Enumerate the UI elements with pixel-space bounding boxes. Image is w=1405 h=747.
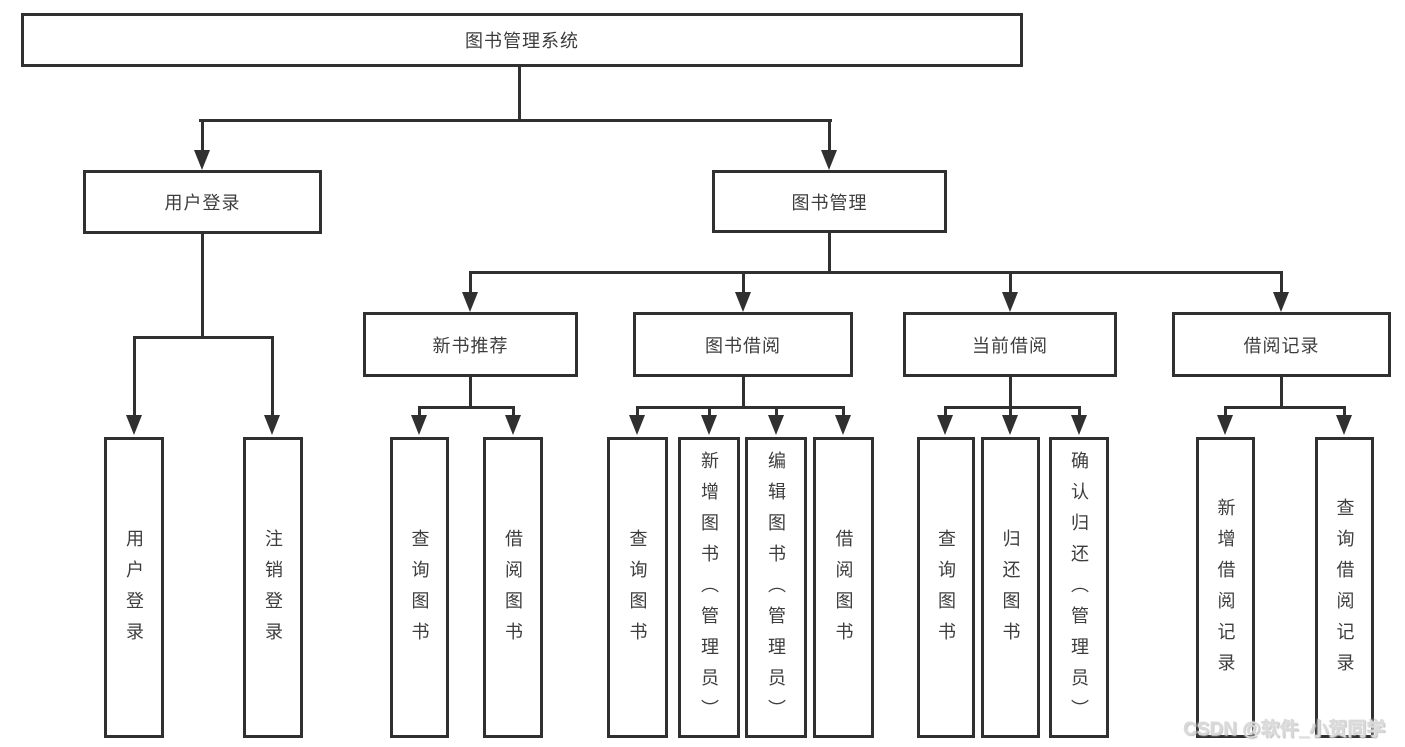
arrow-down-icon: [411, 415, 427, 435]
arrow-down-icon: [126, 415, 142, 435]
connector-group-split: [944, 406, 1080, 409]
connector-level3-split: [469, 271, 1283, 274]
connector-level1-split: [199, 119, 832, 122]
arrow-down-icon: [1071, 415, 1087, 435]
arrow-down-icon: [735, 292, 751, 312]
connector-group-stem: [1009, 377, 1012, 407]
connector-to-leaf: [1078, 406, 1081, 417]
arrow-down-icon: [264, 415, 280, 435]
leaf-borrow-books: 借阅图书: [483, 437, 543, 738]
connector-to-leaf: [512, 406, 515, 417]
connector-to-leaf: [1224, 406, 1227, 417]
arrow-down-icon: [1002, 415, 1018, 435]
node-root: 图书管理系统: [21, 13, 1023, 67]
leaf-edit-books-admin: 编辑图书（管理员）: [745, 437, 807, 738]
connector-to-leaf: [842, 406, 845, 417]
arrow-down-icon: [1002, 292, 1018, 312]
connector-group-stem: [469, 377, 472, 407]
connector-to-user-login: [201, 119, 204, 152]
leaf-query-books: 查询图书: [390, 437, 449, 738]
connector-to-leaf: [418, 406, 421, 417]
connector-to-leaf: [775, 406, 778, 417]
node-book-borrow: 图书借阅: [633, 312, 853, 377]
arrow-down-icon: [1273, 292, 1289, 312]
leaf-add-books-admin: 新增图书（管理员）: [678, 437, 740, 738]
connector-to-group: [1280, 271, 1283, 293]
connector-to-leaf: [636, 406, 639, 417]
arrow-down-icon: [194, 150, 210, 170]
arrow-down-icon: [1217, 415, 1233, 435]
connector-to-group: [469, 271, 472, 293]
arrow-down-icon: [768, 415, 784, 435]
leaf-confirm-return-admin: 确认归还（管理员）: [1049, 437, 1109, 738]
connector-group-stem: [1280, 377, 1283, 407]
connector-user-login-split: [133, 336, 274, 339]
arrow-down-icon: [1336, 415, 1352, 435]
leaf-query-books: 查询图书: [607, 437, 668, 738]
leaf-return-books: 归还图书: [981, 437, 1040, 738]
leaf-add-borrow-record: 新增借阅记录: [1196, 437, 1255, 738]
connector-to-leaf: [1343, 406, 1346, 417]
leaf-user-login: 用户登录: [104, 437, 164, 738]
csdn-watermark: CSDN @软件_小贺同学: [1183, 719, 1386, 740]
node-borrow-records: 借阅记录: [1172, 312, 1391, 377]
arrow-down-icon: [835, 415, 851, 435]
connector-to-leaf: [1009, 406, 1012, 417]
connector-to-group: [742, 271, 745, 293]
leaf-borrow-books: 借阅图书: [813, 437, 874, 738]
leaf-query-borrow-record: 查询借阅记录: [1315, 437, 1374, 738]
node-current-borrow: 当前借阅: [903, 312, 1117, 377]
connector-user-login-stem: [201, 234, 204, 337]
connector-book-mgmt-stem: [828, 233, 831, 272]
node-book-management-branch: 图书管理: [712, 170, 947, 233]
arrow-down-icon: [937, 415, 953, 435]
node-user-login-branch: 用户登录: [83, 170, 322, 234]
connector-to-leaf: [271, 336, 274, 417]
arrow-down-icon: [821, 150, 837, 170]
connector-to-book-mgmt: [828, 119, 831, 152]
leaf-logout: 注销登录: [243, 437, 303, 738]
connector-group-split: [636, 406, 845, 409]
connector-to-leaf: [133, 336, 136, 417]
arrow-down-icon: [701, 415, 717, 435]
connector-to-leaf: [944, 406, 947, 417]
connector-to-group: [1009, 271, 1012, 293]
leaf-query-books: 查询图书: [917, 437, 975, 738]
connector-group-split: [1224, 406, 1345, 409]
arrow-down-icon: [505, 415, 521, 435]
connector-group-split: [418, 406, 515, 409]
connector-root-stem: [518, 67, 521, 119]
node-new-book-recommend: 新书推荐: [363, 312, 578, 377]
arrow-down-icon: [629, 415, 645, 435]
connector-group-stem: [742, 377, 745, 407]
arrow-down-icon: [462, 292, 478, 312]
connector-to-leaf: [708, 406, 711, 417]
